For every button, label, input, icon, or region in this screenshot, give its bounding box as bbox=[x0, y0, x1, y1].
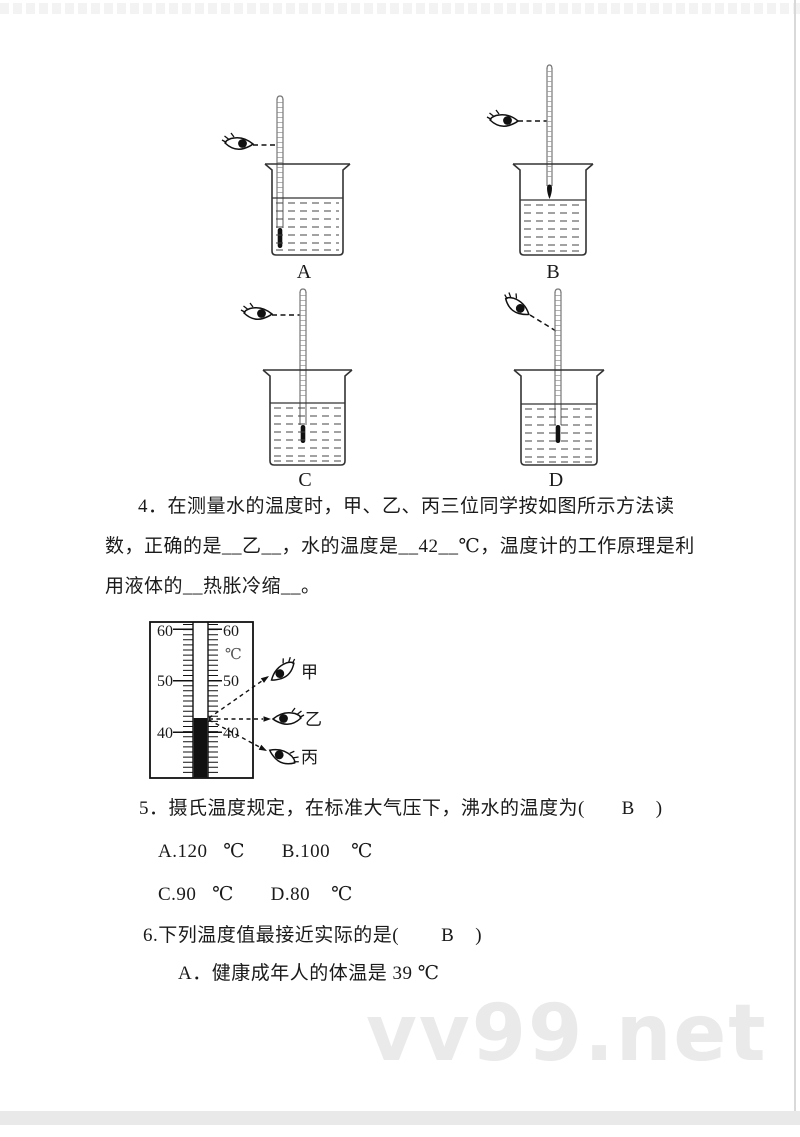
scale-right-40: 40 bbox=[223, 725, 239, 742]
observer-yi-label: 乙 bbox=[305, 710, 322, 729]
page-bottom-gap bbox=[0, 1111, 800, 1125]
eye-icon bbox=[221, 132, 254, 151]
eye-icon bbox=[264, 652, 301, 686]
thermometer bbox=[276, 95, 284, 248]
diagram-option-c: C bbox=[240, 288, 353, 491]
sight-arrowheads bbox=[258, 676, 271, 751]
thermometer bbox=[546, 64, 553, 199]
q4-line-3: 用液体的__热胀冷缩__。 bbox=[105, 576, 321, 597]
thermometer bbox=[299, 288, 307, 443]
beaker bbox=[512, 163, 594, 256]
observer-jia-label: 甲 bbox=[301, 663, 318, 682]
diagram-option-b: B bbox=[486, 64, 594, 283]
page-right-edge bbox=[794, 0, 796, 1112]
eye-icon bbox=[266, 739, 303, 771]
thermometer-scale-figure: 60 50 40 60 50 40 ℃ 甲 乙 丙 bbox=[149, 621, 322, 779]
eye-icon bbox=[486, 109, 519, 128]
eye-icon bbox=[499, 287, 536, 320]
q4-line-1: 4．在测量水的温度时，甲、乙、丙三位同学按如图所示方法读 bbox=[138, 496, 675, 517]
water bbox=[276, 202, 339, 251]
sight-line bbox=[529, 314, 557, 332]
q6-option-a: A．健康成年人的体温是 39 ℃ bbox=[178, 963, 440, 984]
scale-left-60: 60 bbox=[157, 623, 173, 640]
q4-line-2: 数，正确的是__乙__，水的温度是__42__℃，温度计的工作原理是利 bbox=[105, 536, 695, 557]
water bbox=[524, 204, 582, 252]
q5-options-row-2: C.90 ℃ D.80 ℃ bbox=[158, 884, 353, 905]
sight-lines bbox=[208, 675, 270, 752]
watermark: vv99.net bbox=[366, 989, 768, 1079]
scale-right-60: 60 bbox=[223, 623, 239, 640]
page-top-edge bbox=[0, 3, 800, 14]
scale-left-40: 40 bbox=[157, 725, 173, 742]
beaker bbox=[262, 369, 353, 466]
option-c-label: C bbox=[298, 469, 311, 491]
thermometer bbox=[554, 288, 562, 443]
q5-stem: 5．摄氏温度规定，在标准大气压下，沸水的温度为( B ) bbox=[139, 798, 663, 819]
eye-icon bbox=[240, 302, 273, 321]
frame bbox=[149, 621, 254, 779]
beaker bbox=[264, 163, 351, 256]
celsius-unit: ℃ bbox=[225, 647, 242, 663]
scale-left-50: 50 bbox=[157, 673, 173, 690]
option-d-label: D bbox=[549, 469, 563, 491]
mercury-column bbox=[193, 718, 208, 778]
option-a-label: A bbox=[297, 261, 312, 283]
option-b-label: B bbox=[546, 261, 559, 283]
water bbox=[274, 407, 341, 462]
eye-icon bbox=[272, 707, 305, 726]
thermometer-tube bbox=[192, 622, 209, 778]
q5-options-row-1: A.120 ℃ B.100 ℃ bbox=[158, 841, 373, 862]
scale-right-50: 50 bbox=[223, 673, 239, 690]
beaker bbox=[513, 369, 605, 466]
diagram-option-d: D bbox=[499, 287, 605, 491]
observer-bing-label: 丙 bbox=[301, 748, 318, 767]
q6-stem: 6.下列温度值最接近实际的是( B ) bbox=[143, 925, 483, 946]
diagram-option-a: A bbox=[221, 95, 351, 283]
